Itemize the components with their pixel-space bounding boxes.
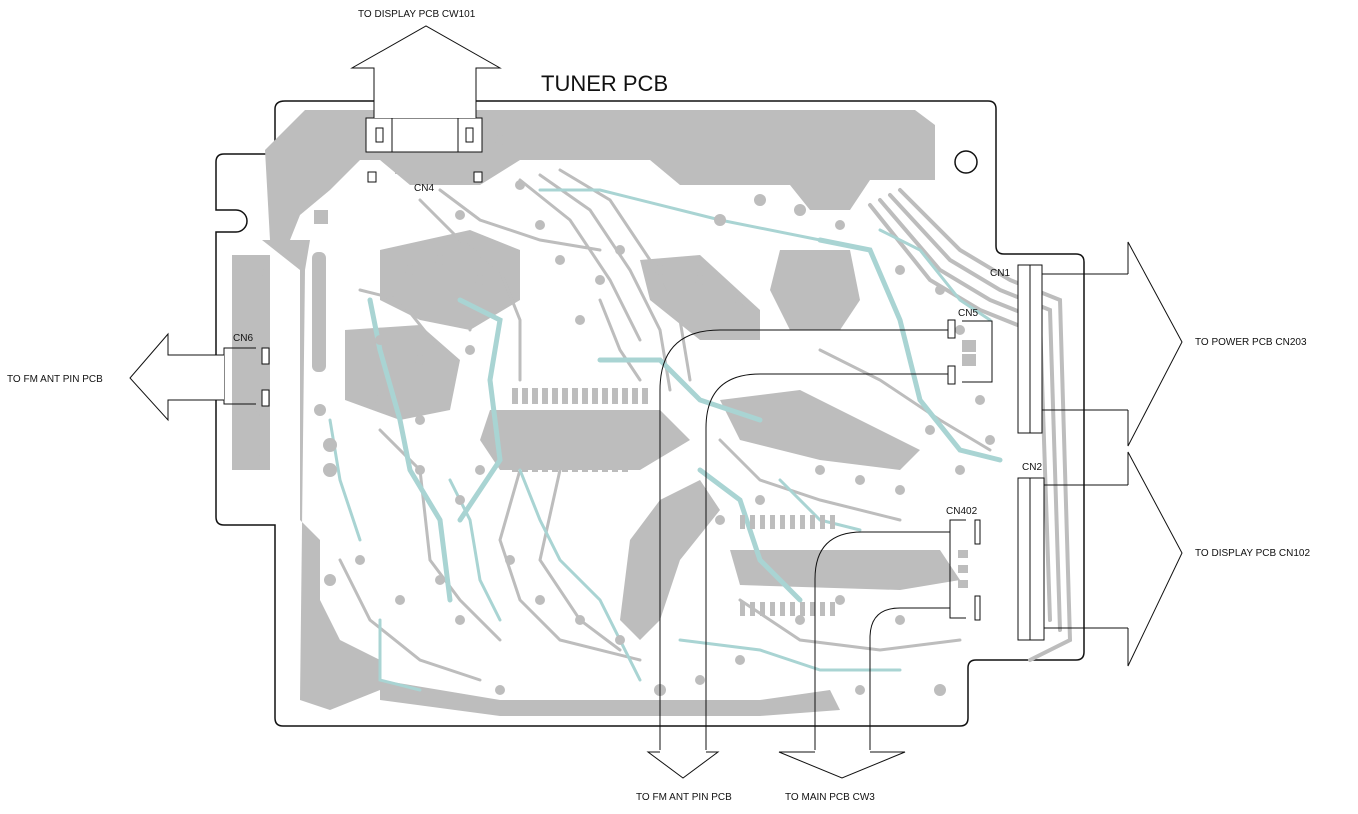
pads	[243, 135, 995, 696]
dest-right-upper-label: TO POWER PCB CN203	[1195, 337, 1307, 348]
connector-cn402	[949, 519, 981, 621]
arrow-bottom-right	[778, 751, 906, 779]
connector-cn5	[947, 319, 993, 385]
board-title: TUNER PCB	[541, 71, 668, 96]
wires	[659, 273, 1128, 750]
connector-cn2	[1017, 477, 1045, 641]
copper-layer	[232, 110, 960, 716]
board-outline	[215, 100, 1085, 727]
dest-bottom-left-label: TO FM ANT PIN PCB	[636, 792, 732, 803]
connector-cn4	[365, 117, 483, 183]
cn402-label: CN402	[946, 506, 978, 517]
ic-pins	[512, 388, 835, 616]
mounting-hole	[954, 150, 978, 174]
arrow-top	[350, 25, 502, 118]
connector-cn1	[1017, 264, 1043, 434]
arrow-bottom-left	[646, 751, 720, 779]
cn1-label: CN1	[990, 268, 1010, 279]
arrow-right-upper	[1127, 241, 1183, 447]
cn5-label: CN5	[958, 308, 978, 319]
arrow-right-lower	[1127, 451, 1183, 667]
cn4-label: CN4	[414, 183, 434, 194]
cn2-label: CN2	[1022, 462, 1042, 473]
dest-top-label: TO DISPLAY PCB CW101	[358, 9, 476, 20]
arrow-left	[129, 332, 224, 422]
dest-right-lower-label: TO DISPLAY PCB CN102	[1195, 548, 1310, 559]
cn6-label: CN6	[233, 333, 253, 344]
dest-left-label: TO FM ANT PIN PCB	[7, 374, 103, 385]
dest-bottom-right-label: TO MAIN PCB CW3	[785, 792, 875, 803]
